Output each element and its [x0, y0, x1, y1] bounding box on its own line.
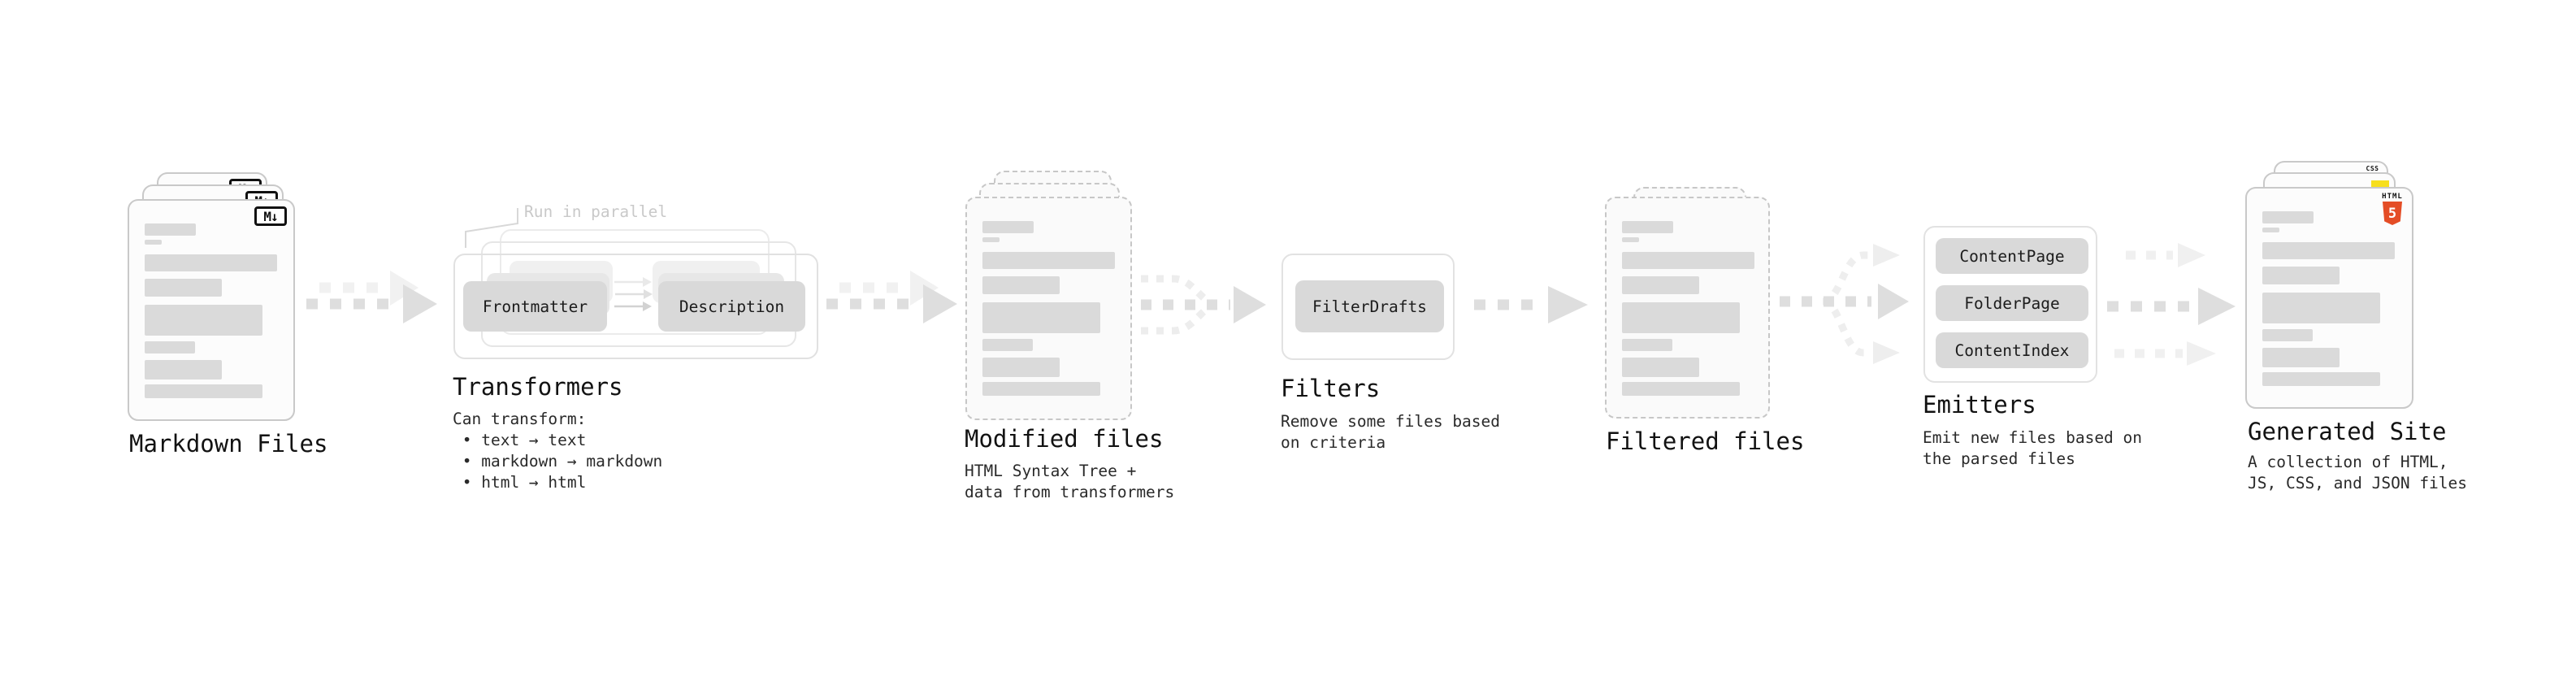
- desc-line: data from transformers: [965, 483, 1175, 501]
- placeholder-bar: [982, 252, 1115, 269]
- placeholder-bar: [1622, 221, 1673, 233]
- stage-title-transformers: Transformers: [453, 373, 623, 401]
- modified-file-front: [965, 197, 1132, 420]
- placeholder-bar: [982, 237, 1000, 242]
- placeholder-bar: [145, 240, 162, 245]
- placeholder-bar: [982, 339, 1033, 351]
- arrow-filtered-to-emitters-fan: [1780, 244, 1909, 364]
- placeholder-bar: [145, 223, 196, 236]
- emitter-node-folderpage: FolderPage: [1936, 285, 2088, 321]
- desc-line: HTML Syntax Tree +: [965, 462, 1137, 480]
- placeholder-bar: [145, 279, 222, 297]
- stage-title-modified-files: Modified files: [965, 425, 1164, 453]
- desc-line: • html → html: [453, 473, 587, 492]
- stage-title-filtered-files: Filtered files: [1606, 427, 1805, 455]
- right-arrow-icon: [614, 301, 652, 311]
- placeholder-bar: [2262, 211, 2314, 223]
- placeholder-bar: [2262, 267, 2340, 284]
- html5-icon-label: HTML: [2382, 193, 2403, 201]
- desc-line: • markdown → markdown: [453, 452, 663, 471]
- html5-icon: HTML 5: [2382, 193, 2403, 225]
- placeholder-text-lines: [982, 221, 1115, 396]
- right-arrow-icon: [614, 277, 652, 287]
- desc-line: A collection of HTML,: [2248, 453, 2448, 471]
- annotation-leader-line: [465, 208, 518, 248]
- placeholder-bar: [145, 254, 277, 271]
- css-icon-label: CSS: [2366, 165, 2379, 172]
- desc-line: • text → text: [453, 431, 587, 449]
- placeholder-bar: [982, 221, 1034, 233]
- arrow-modified-to-filters-merge: [1141, 275, 1266, 335]
- placeholder-bar: [1622, 358, 1699, 377]
- stage-title-filters: Filters: [1281, 375, 1381, 402]
- placeholder-bar: [982, 276, 1060, 294]
- placeholder-bar: [2262, 329, 2313, 341]
- desc-line: Can transform:: [453, 410, 587, 428]
- transformer-node-description: Description: [658, 281, 805, 332]
- placeholder-bar: [145, 384, 262, 398]
- placeholder-bar: [1622, 276, 1699, 294]
- desc-line: JS, CSS, and JSON files: [2248, 474, 2468, 492]
- right-arrow-icon: [615, 289, 653, 299]
- stage-desc-transformers: Can transform: • text → text • markdown …: [453, 409, 662, 493]
- placeholder-bar: [2262, 293, 2380, 323]
- generated-file-html: HTML 5: [2245, 187, 2413, 409]
- placeholder-bar: [982, 382, 1100, 396]
- placeholder-bar: [2262, 372, 2380, 386]
- emitters-container: ContentPage FolderPage ContentIndex: [1923, 226, 2097, 383]
- placeholder-bar: [982, 358, 1060, 377]
- desc-line: Emit new files based on: [1923, 428, 2143, 447]
- placeholder-bar: [1622, 252, 1754, 269]
- placeholder-bar: [1622, 302, 1740, 333]
- placeholder-text-lines: [145, 223, 277, 398]
- filter-node-filterdrafts: FilterDrafts: [1295, 280, 1444, 332]
- transformer-layer-front: Frontmatter Description: [453, 254, 818, 359]
- js-icon: [2371, 180, 2389, 189]
- placeholder-bar: [2262, 348, 2340, 367]
- placeholder-bar: [982, 302, 1100, 333]
- transformer-node-frontmatter: Frontmatter: [463, 281, 607, 332]
- placeholder-text-lines: [1622, 221, 1754, 396]
- placeholder-bar: [1622, 237, 1639, 242]
- markdown-icon: M↓: [254, 206, 287, 226]
- stage-title-emitters: Emitters: [1923, 391, 2036, 419]
- placeholder-bar: [1622, 382, 1740, 396]
- stage-desc-emitters: Emit new files based on the parsed files: [1923, 427, 2142, 470]
- placeholder-bar: [145, 341, 195, 354]
- annotation-run-in-parallel: Run in parallel: [524, 202, 668, 221]
- html5-icon-shield: 5: [2383, 202, 2402, 225]
- markdown-file-front: M↓: [128, 199, 295, 421]
- filters-container: FilterDrafts: [1281, 254, 1455, 360]
- desc-line: Remove some files based: [1281, 412, 1501, 431]
- stage-desc-filters: Remove some files based on criteria: [1281, 411, 1500, 453]
- stage-title-generated-site: Generated Site: [2248, 418, 2447, 445]
- placeholder-bar: [2262, 242, 2395, 259]
- placeholder-bar: [2262, 228, 2279, 232]
- arrow-transformers-to-modified: [826, 271, 957, 323]
- arrow-filters-to-filtered: [1474, 286, 1588, 323]
- desc-line: on criteria: [1281, 433, 1386, 452]
- stage-desc-generated-site: A collection of HTML, JS, CSS, and JSON …: [2248, 452, 2467, 494]
- emitter-node-contentpage: ContentPage: [1936, 238, 2088, 274]
- placeholder-bar: [145, 360, 222, 380]
- placeholder-bar: [145, 305, 262, 336]
- stage-desc-modified-files: HTML Syntax Tree + data from transformer…: [965, 461, 1174, 503]
- stage-title-markdown-files: Markdown Files: [129, 430, 328, 458]
- placeholder-bar: [1622, 339, 1672, 351]
- arrow-markdown-to-transformers: [306, 271, 437, 323]
- filtered-file-front: [1605, 197, 1770, 419]
- desc-line: the parsed files: [1923, 449, 2075, 468]
- placeholder-text-lines: [2262, 211, 2395, 386]
- arrow-emitters-to-generated: [2107, 243, 2236, 366]
- emitter-node-contentindex: ContentIndex: [1936, 332, 2088, 368]
